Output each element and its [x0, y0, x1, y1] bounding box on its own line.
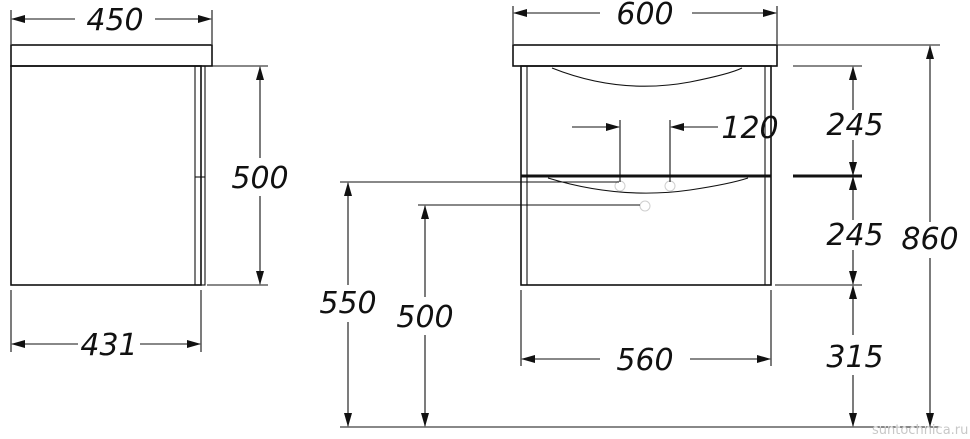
- side-top-width-label: 450: [86, 3, 143, 38]
- front-drain-mark-2: [664, 180, 676, 192]
- bottom-gap-label: 315: [826, 340, 883, 375]
- side-view: 450 500 431: [10, 3, 289, 363]
- front-bottom-width-label: 560: [616, 343, 673, 378]
- watermark: suntochnica.ru: [872, 423, 968, 438]
- drawer-2-height-label: 245: [826, 218, 883, 253]
- side-height-label: 500: [231, 161, 288, 196]
- front-top-width-label: 600: [616, 0, 673, 32]
- front-drain-mark-3: [639, 200, 651, 212]
- side-countertop: [10, 44, 213, 67]
- total-height-label: 860: [901, 222, 958, 257]
- front-countertop: [512, 44, 778, 67]
- front-basin-lower-curve: [547, 177, 749, 194]
- basin-height-label: 550: [319, 286, 376, 321]
- front-view: 600 120 560 245 245 315 860: [319, 0, 959, 428]
- drain-offset-label: 120: [721, 111, 778, 146]
- side-cabinet-body: [10, 65, 202, 286]
- front-basin-upper-curve: [551, 67, 743, 87]
- side-door-profile: [194, 65, 206, 286]
- drawer-1-height-label: 245: [826, 108, 883, 143]
- counter-height-label: 500: [396, 300, 453, 335]
- side-depth-label: 431: [80, 328, 137, 363]
